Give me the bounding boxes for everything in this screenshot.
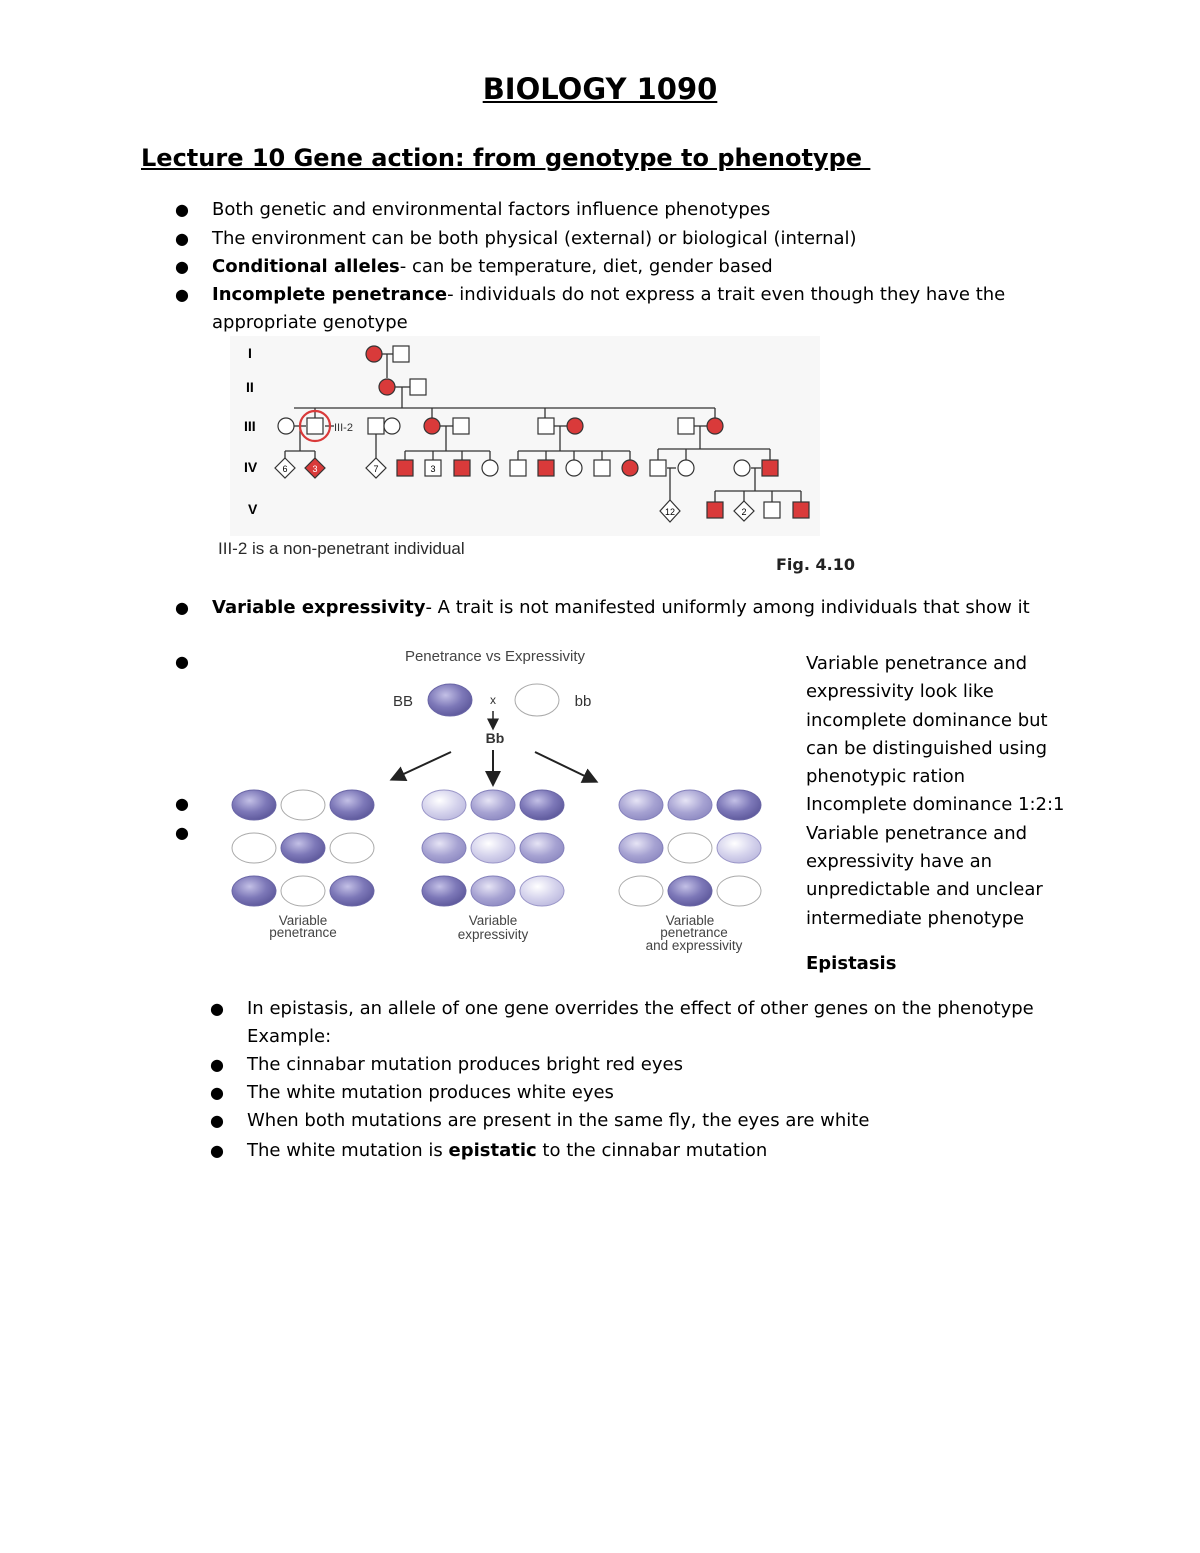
bullet-text: Both genetic and environmental factors i… bbox=[212, 199, 771, 220]
side-note-line: intermediate phenotype bbox=[806, 907, 1025, 929]
count-label: 6 bbox=[282, 464, 287, 474]
side-note-line: can be distinguished using bbox=[806, 737, 1048, 759]
count-label: 2 bbox=[741, 507, 746, 517]
bullet-text: - can be temperature, diet, gender based bbox=[399, 256, 773, 277]
variable-expressivity-grid bbox=[421, 789, 565, 907]
bullet-dot-icon: ● bbox=[210, 1083, 224, 1102]
panel-label: expressivity bbox=[458, 927, 529, 942]
count-label: 7 bbox=[373, 464, 378, 474]
side-note-line: expressivity have an bbox=[806, 851, 993, 873]
bullet-dot-icon: ● bbox=[210, 1111, 224, 1130]
arrow-right-icon bbox=[534, 751, 599, 783]
pedigree-chart: I II III IV V bbox=[230, 336, 820, 536]
bullet-text: When both mutations are present in the s… bbox=[247, 1110, 870, 1131]
bullet-dot-icon: ● bbox=[175, 794, 189, 813]
bullet-text: - A trait is not manifested uniformly am… bbox=[425, 597, 1030, 618]
side-note-line: phenotypic ration bbox=[806, 766, 965, 788]
panel-label: Variable bbox=[469, 913, 518, 928]
bullet-term: Incomplete penetrance bbox=[212, 284, 448, 305]
count-label: 12 bbox=[665, 507, 675, 517]
bullet-dot-icon: ● bbox=[175, 229, 189, 248]
genotype-label: BB bbox=[393, 693, 413, 710]
count-label: 3 bbox=[430, 464, 435, 474]
epistasis-heading: Epistasis bbox=[806, 953, 897, 974]
side-note-line: unpredictable and unclear bbox=[806, 879, 1043, 901]
side-note-line: incomplete dominance but bbox=[806, 709, 1048, 731]
bullet-dot-icon: ● bbox=[175, 257, 189, 276]
bullet-text: - individuals do not express a trait eve… bbox=[447, 284, 1006, 305]
bullet-dot-icon: ● bbox=[175, 285, 189, 304]
bullet-term: epistatic bbox=[448, 1140, 537, 1161]
bullet-text: The environment can be both physical (ex… bbox=[212, 228, 857, 249]
bullet-dot-icon: ● bbox=[210, 1055, 224, 1074]
generation-label: II bbox=[246, 379, 254, 395]
bullet-item: ● Conditional alleles- can be temperatur… bbox=[175, 253, 773, 281]
bullet-dot-icon: ● bbox=[175, 200, 189, 219]
pedigree-caption: III-2 is a non-penetrant individual bbox=[218, 539, 465, 558]
bullet-item: ● The white mutation is epistatic to the… bbox=[210, 1137, 768, 1165]
figure-title: Penetrance vs Expressivity bbox=[405, 648, 586, 665]
white-ellipse-icon bbox=[514, 683, 560, 717]
bullet-text-continued: Example: bbox=[247, 1026, 332, 1047]
bullet-text: The white mutation produces white eyes bbox=[247, 1082, 614, 1103]
highlight-label: III-2 bbox=[334, 422, 353, 434]
bullet-text: The cinnabar mutation produces bright re… bbox=[247, 1054, 683, 1075]
bullet-item: ● Both genetic and environmental factors… bbox=[175, 196, 771, 224]
bullet-item: ● The white mutation produces white eyes bbox=[210, 1079, 614, 1107]
bullet-text: The white mutation is bbox=[247, 1140, 449, 1161]
bullet-text: to the cinnabar mutation bbox=[536, 1140, 768, 1161]
document-title: BIOLOGY 1090 bbox=[482, 72, 718, 106]
bullet-dot-icon: ● bbox=[175, 598, 189, 617]
generation-label: IV bbox=[244, 459, 258, 475]
bullet-dot-icon: ● bbox=[210, 999, 224, 1018]
panel-label: penetrance bbox=[660, 925, 728, 940]
generation-label: III bbox=[244, 418, 256, 434]
side-note-line: Variable penetrance and bbox=[806, 653, 1028, 674]
panel-label: and expressivity bbox=[646, 938, 743, 953]
figure-label: Fig. 4.10 bbox=[776, 555, 855, 574]
panel-label: Variable bbox=[666, 913, 715, 928]
bullet-text: In epistasis, an allele of one gene over… bbox=[247, 998, 1034, 1019]
panel-label: penetrance bbox=[269, 925, 337, 940]
lecture-heading: Lecture 10 Gene action: from genotype to… bbox=[141, 144, 871, 172]
bullet-item: ● In epistasis, an allele of one gene ov… bbox=[210, 995, 1034, 1051]
bullet-dot-icon: ● bbox=[175, 823, 189, 842]
bullet-item: ● Incomplete penetrance- individuals do … bbox=[175, 281, 1006, 337]
bullet-dot-icon: ● bbox=[175, 652, 189, 671]
panel-label: Variable bbox=[279, 913, 328, 928]
side-note: Variable penetrance and expressivity loo… bbox=[806, 650, 1076, 933]
side-note-line: Incomplete dominance 1:2:1 bbox=[806, 794, 1065, 816]
side-note-line: expressivity look like bbox=[806, 681, 994, 703]
generation-label: V bbox=[248, 501, 258, 517]
variable-penetrance-grid bbox=[231, 789, 375, 907]
dark-ellipse-icon bbox=[427, 683, 473, 717]
bullet-term: Conditional alleles bbox=[212, 256, 400, 277]
highlight-circle-icon bbox=[298, 409, 332, 443]
bullet-item: ● Variable expressivity- A trait is not … bbox=[175, 594, 1030, 622]
bullet-dot-icon: ● bbox=[210, 1141, 224, 1160]
variable-penetrance-expressivity-grid bbox=[618, 789, 762, 907]
arrow-left-icon bbox=[389, 751, 452, 782]
bullet-term: Variable expressivity bbox=[212, 597, 426, 618]
bullet-text-continued: appropriate genotype bbox=[212, 312, 408, 333]
side-note-line: Variable penetrance and bbox=[806, 822, 1028, 844]
bullet-item: ● The environment can be both physical (… bbox=[175, 225, 857, 253]
count-label: 3 bbox=[312, 464, 317, 474]
penetrance-expressivity-figure: Penetrance vs Expressivity BB x bb Bb bbox=[231, 648, 762, 953]
bullet-item: ● When both mutations are present in the… bbox=[210, 1107, 870, 1135]
offspring-label: Bb bbox=[486, 730, 505, 746]
genotype-label: bb bbox=[575, 693, 592, 710]
bullet-item: ● The cinnabar mutation produces bright … bbox=[210, 1051, 683, 1079]
cross-symbol: x bbox=[490, 693, 496, 707]
generation-label: I bbox=[248, 345, 252, 361]
